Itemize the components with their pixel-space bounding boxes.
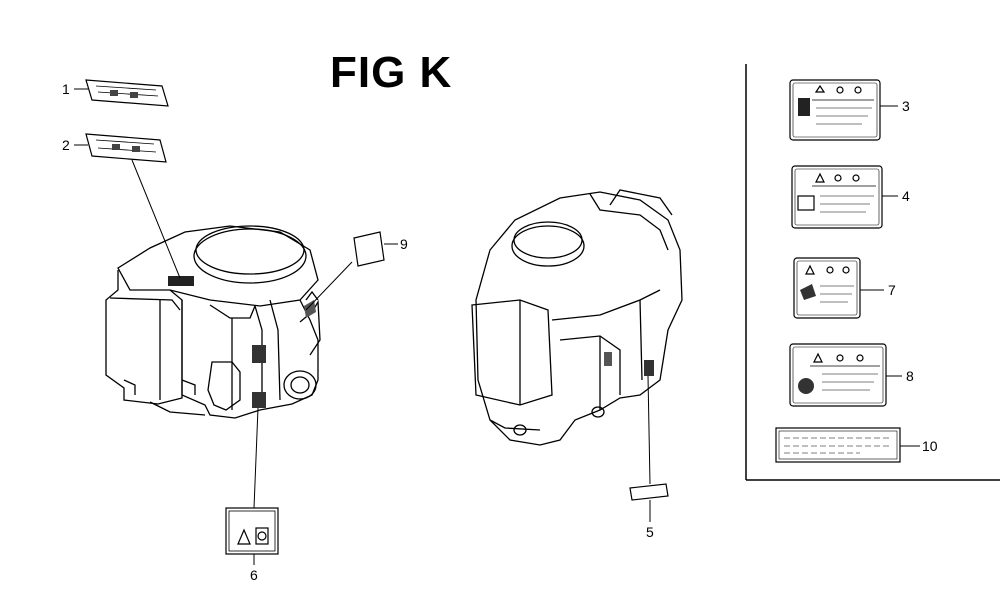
- callout-3: 3: [902, 98, 910, 114]
- callout-10: 10: [922, 438, 938, 454]
- label-part-10: [775, 427, 901, 463]
- label-part-8: [789, 343, 887, 407]
- label-part-6: [225, 507, 279, 555]
- engine-right: [471, 189, 683, 446]
- figure-title: FIG K: [330, 48, 453, 97]
- leader-lines: [74, 88, 920, 565]
- callout-9: 9: [400, 236, 408, 252]
- label-part-4: [791, 165, 883, 229]
- label-part-1: [85, 79, 169, 107]
- callout-8: 8: [906, 368, 914, 384]
- label-part-2: [85, 133, 167, 163]
- callout-4: 4: [902, 188, 910, 204]
- callout-1: 1: [62, 81, 70, 97]
- label-part-3: [789, 79, 881, 141]
- callout-6: 6: [250, 567, 258, 583]
- label-part-7: [793, 257, 861, 319]
- engine-left: [105, 225, 321, 419]
- label-part-9: [353, 231, 385, 267]
- callout-7: 7: [888, 282, 896, 298]
- label-panel-frame: [745, 64, 1000, 481]
- callout-2: 2: [62, 137, 70, 153]
- label-part-5: [629, 483, 669, 501]
- callout-5: 5: [646, 524, 654, 540]
